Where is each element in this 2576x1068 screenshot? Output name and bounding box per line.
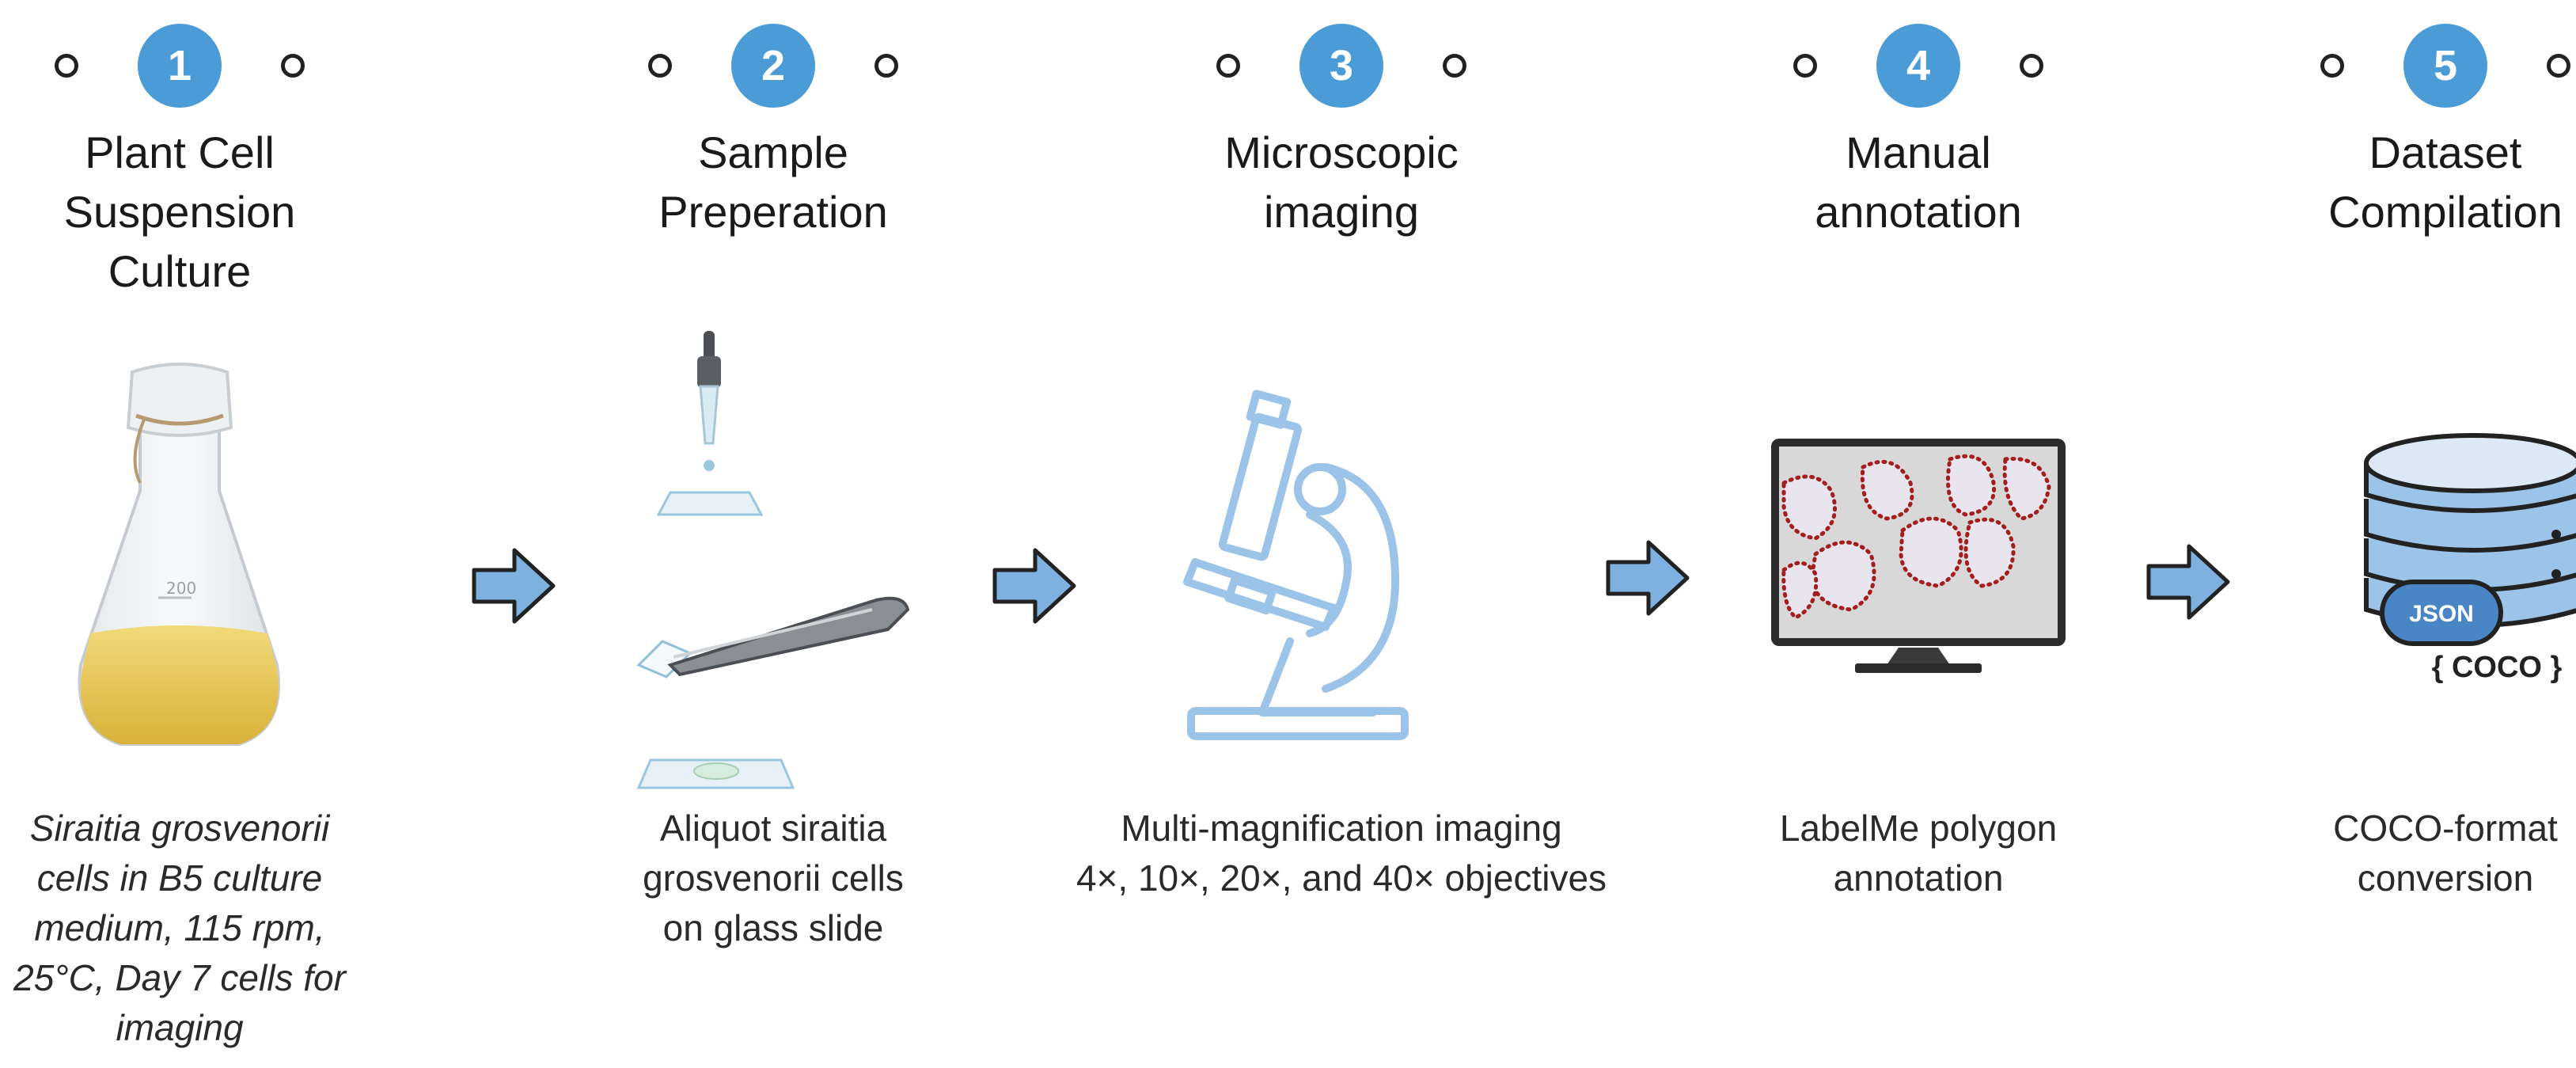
step-description: Siraitia grosvenorii cells in B5 culture…: [0, 804, 480, 1053]
step-number-badge: 5: [2403, 24, 2487, 108]
json-label: JSON: [2409, 601, 2474, 627]
step-number-badge: 2: [731, 24, 815, 108]
monitor-annotation-icon: [1771, 439, 2066, 673]
step-dot-left: [2320, 54, 2344, 78]
step-title-line: Sample: [698, 127, 848, 177]
step-dot-left: [648, 54, 672, 78]
coco-label: { COCO }: [2432, 651, 2563, 684]
step-description-line: imaging: [116, 1007, 244, 1048]
step-description-line: medium, 115 rpm,: [34, 907, 325, 948]
step-number-badge: 4: [1876, 24, 1960, 108]
database-icon: JSON { COCO }: [2364, 433, 2576, 684]
step-description-line: COCO-format: [2333, 808, 2558, 849]
step-title: Microscopic imaging: [1041, 123, 1642, 241]
arrow-right-icon: [1606, 540, 1690, 616]
step-title-line: Suspension: [63, 187, 296, 237]
step-indicator: 2: [472, 24, 1074, 108]
step-dot-right: [874, 54, 898, 78]
dropper-slide-tweezers-icon: [636, 331, 910, 789]
step-description: COCO-format conversion: [2145, 804, 2576, 903]
step-title-line: Manual: [1846, 127, 1991, 177]
step-title-line: imaging: [1263, 187, 1420, 237]
step-description-line: Multi-magnification imaging: [1121, 808, 1562, 849]
step-dot-right: [2020, 54, 2043, 78]
step-number-badge: 1: [138, 24, 222, 108]
step-dot-right: [1443, 54, 1466, 78]
step-description-line: 25°C, Day 7 cells for: [13, 957, 346, 998]
step-description-line: 4×, 10×, 20×, and 40× objectives: [1076, 857, 1607, 899]
step-dot-left: [55, 54, 78, 78]
arrow-right-icon: [2146, 544, 2230, 620]
step-indicator: 5: [2145, 24, 2576, 108]
step-description-line: conversion: [2357, 857, 2534, 899]
step-description-line: Aliquot siraitia: [659, 808, 887, 849]
step-dot-left: [1216, 54, 1240, 78]
flask-marking: 200: [166, 579, 196, 598]
step-title: Dataset Compilation: [2145, 123, 2576, 241]
step-title-line: Microscopic: [1224, 127, 1459, 177]
step-description-line: grosvenorii cells: [643, 857, 904, 899]
step-indicator: 1: [0, 24, 480, 108]
arrow-right-icon: [992, 548, 1076, 624]
step-description-line: Siraitia grosvenorii: [29, 808, 330, 849]
step-description: Multi-magnification imaging 4×, 10×, 20×…: [1041, 804, 1642, 903]
step-description: LabelMe polygon annotation: [1618, 804, 2219, 903]
step-title-line: Preperation: [658, 187, 888, 237]
step-description-line: LabelMe polygon: [1779, 808, 2058, 849]
step-description: Aliquot siraitia grosvenorii cells on gl…: [472, 804, 1074, 953]
step-title-line: Plant Cell: [85, 127, 275, 177]
flask-icon: 200: [78, 363, 280, 746]
step-description-line: annotation: [1833, 857, 2004, 899]
step-title: Manual annotation: [1618, 123, 2219, 241]
step-title: Plant Cell Suspension Culture: [0, 123, 480, 301]
step-indicator: 3: [1041, 24, 1642, 108]
step-title-line: Culture: [108, 246, 252, 296]
step-title: Sample Preperation: [472, 123, 1074, 241]
step-dot-left: [1793, 54, 1817, 78]
step-description-line: on glass slide: [662, 907, 884, 948]
arrow-right-icon: [472, 548, 556, 624]
step-indicator: 4: [1618, 24, 2219, 108]
step-dot-right: [281, 54, 305, 78]
step-title-line: annotation: [1815, 187, 2022, 237]
microscope-icon: [1183, 390, 1409, 740]
step-description-line: cells in B5 culture: [36, 857, 323, 899]
step-dot-right: [2547, 54, 2570, 78]
step-title-line: Compilation: [2328, 187, 2563, 237]
step-title-line: Dataset: [2369, 127, 2522, 177]
step-number-badge: 3: [1299, 24, 1383, 108]
